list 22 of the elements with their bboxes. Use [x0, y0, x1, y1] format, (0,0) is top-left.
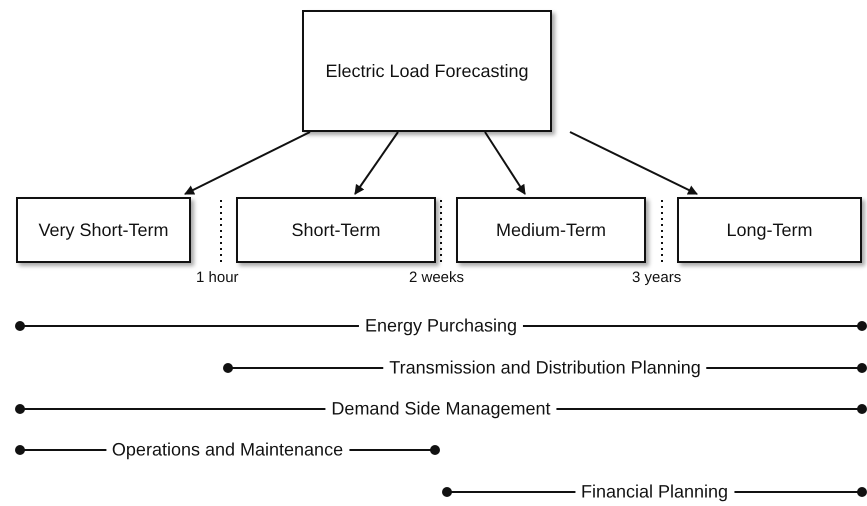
- range-label: Financial Planning: [574, 482, 734, 502]
- boundary-label: 3 years: [632, 269, 682, 286]
- node-label: Medium-Term: [496, 220, 606, 240]
- boundary-label: 1 hour: [196, 269, 239, 286]
- range-label: Energy Purchasing: [358, 316, 524, 336]
- category-box: [456, 197, 646, 263]
- node-label: Very Short-Term: [38, 220, 169, 240]
- category-box: [16, 197, 191, 263]
- topic-box: [302, 10, 552, 132]
- node-label: Short-Term: [291, 220, 380, 240]
- node-label: Long-Term: [726, 220, 813, 240]
- range-label: Operations and Maintenance: [106, 440, 350, 460]
- node-label: Electric Load Forecasting: [325, 60, 529, 82]
- range-label: Transmission and Distribution Planning: [383, 358, 707, 378]
- category-box: [677, 197, 862, 263]
- arrow: [570, 131, 698, 195]
- arrow: [484, 131, 526, 195]
- range-label: Demand Side Management: [325, 398, 557, 420]
- arrow: [184, 131, 310, 195]
- category-box: [236, 197, 436, 263]
- arrow: [354, 131, 399, 195]
- boundary-label: 2 weeks: [409, 269, 464, 286]
